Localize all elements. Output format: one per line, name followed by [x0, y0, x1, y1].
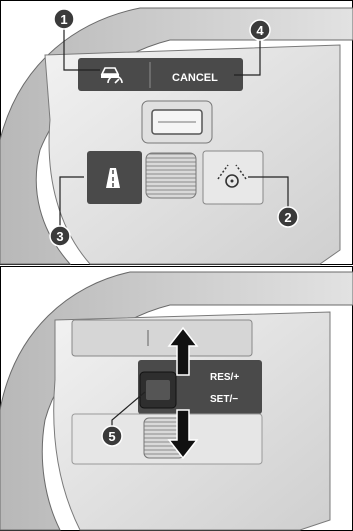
- cancel-button[interactable]: CANCEL: [172, 72, 218, 84]
- svg-text:5: 5: [108, 429, 115, 444]
- res-set-switch-face: [146, 380, 170, 400]
- bottom-panel: RES/+ SET/− 5: [0, 267, 353, 531]
- res-plus-button[interactable]: RES/+: [210, 372, 239, 383]
- callout-4: 4: [250, 20, 270, 40]
- thumb-wheel[interactable]: [146, 153, 196, 198]
- callout-3: 3: [50, 226, 70, 246]
- callout-2: 2: [278, 207, 298, 227]
- set-minus-button[interactable]: SET/−: [210, 394, 238, 405]
- svg-text:1: 1: [60, 12, 67, 27]
- svg-text:4: 4: [256, 23, 264, 38]
- svg-text:2: 2: [284, 210, 291, 225]
- top-panel: CANCEL 1: [0, 1, 353, 265]
- top-button-bar-2: [72, 320, 252, 356]
- cancel-label: CANCEL: [172, 72, 218, 84]
- callout-5: 5: [102, 426, 122, 446]
- callout-1: 1: [54, 9, 74, 29]
- svg-text:3: 3: [56, 229, 63, 244]
